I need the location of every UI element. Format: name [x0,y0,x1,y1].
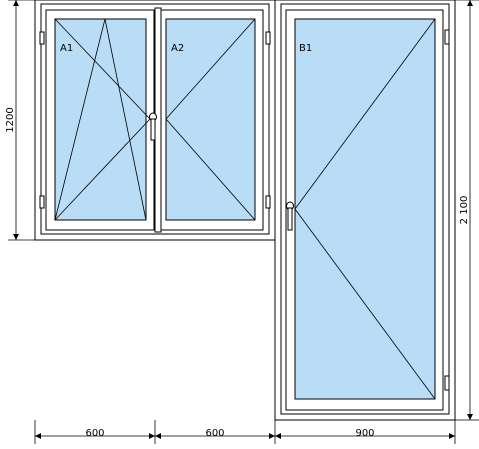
glass-a1 [54,18,147,221]
glass-a2 [165,18,256,221]
handle-icon [286,201,294,231]
glass-b1 [294,18,436,400]
dimension-left [8,0,35,241]
handle-icon [149,112,157,141]
panel-label-a2: A2 [171,43,184,54]
panel-label-b1: B1 [299,43,312,54]
hinge-icon [39,31,45,45]
opening-lines-a1 [54,18,151,221]
hinge-icon [265,31,271,45]
opening-lines-b1 [294,18,436,400]
hinge-icon [39,195,45,209]
hinge-icon [444,29,450,45]
hinge-icon [265,195,271,209]
hinge-icon [444,375,450,391]
dimension-door-height: 2 100 [459,196,470,225]
dimension-width-b1: 900 [355,428,374,439]
dimension-width-a2: 600 [205,428,224,439]
dimension-bottom [34,420,456,444]
dimension-window-height: 1200 [5,107,16,132]
dimension-width-a1: 600 [85,428,104,439]
dimension-right [455,0,479,421]
opening-lines-a2 [165,18,256,221]
panel-label-a1: A1 [60,43,73,54]
